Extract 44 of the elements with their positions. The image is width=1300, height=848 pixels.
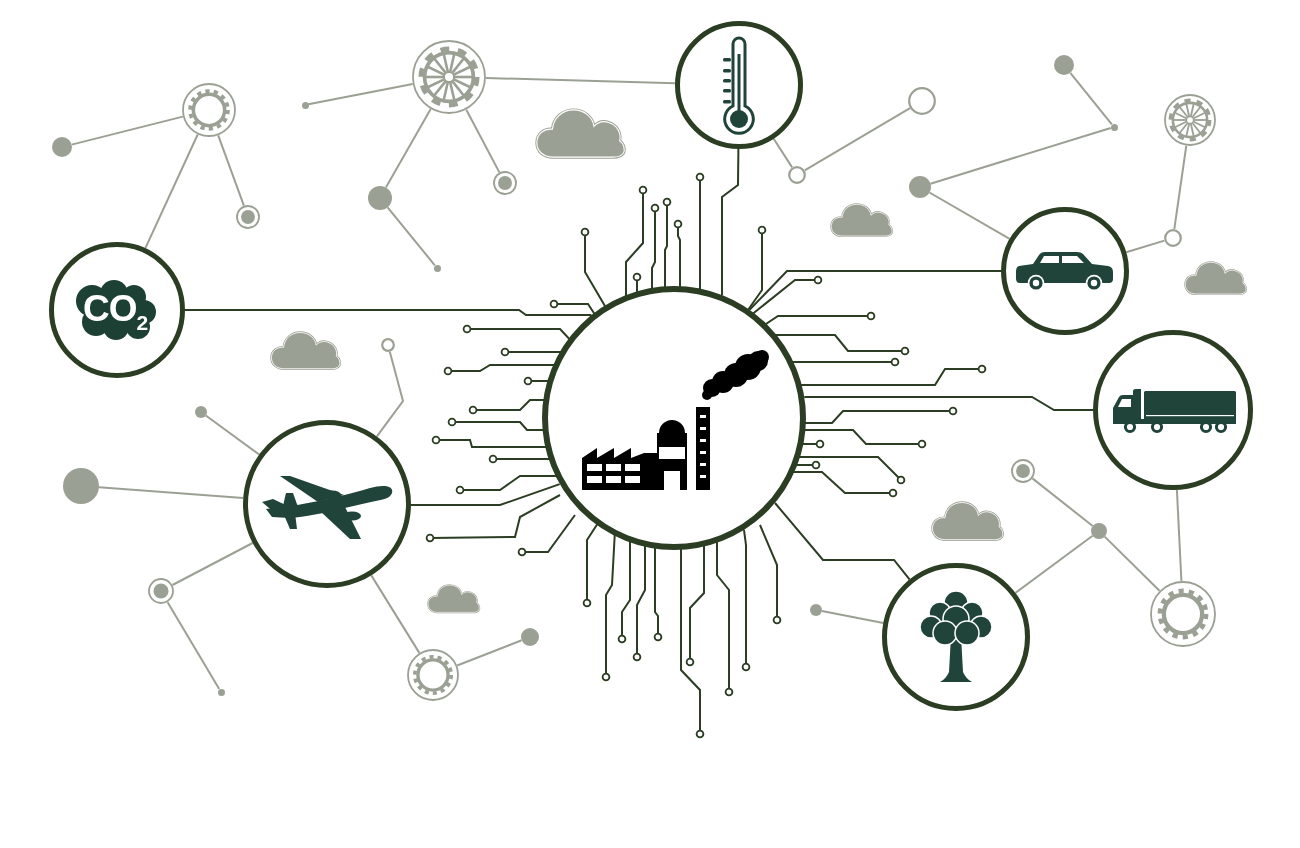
connector-line: [1125, 239, 1166, 254]
connector-line: [465, 108, 501, 174]
gear-icon: [182, 83, 236, 137]
connector-line: [307, 83, 414, 106]
gear-icon: [412, 40, 486, 114]
network-dot: [52, 137, 72, 157]
connector-line: [204, 414, 261, 456]
connector-line: [1014, 534, 1094, 594]
connector-line: [803, 107, 911, 172]
hollow-dot: [1164, 229, 1182, 247]
connector-line: [1069, 71, 1113, 126]
connector-line: [485, 77, 676, 85]
network-dot: [1054, 55, 1074, 75]
connector-line: [386, 206, 436, 267]
connector-line: [1175, 488, 1183, 582]
gear-icon: [1164, 94, 1216, 146]
hollow-dot: [908, 87, 936, 115]
connector-line: [98, 486, 245, 499]
connector-line: [70, 115, 184, 146]
connector-line: [375, 350, 405, 438]
network-dot: [195, 406, 207, 418]
connector-line: [384, 108, 432, 189]
network-dot: [63, 468, 99, 504]
cloud-label: CO$_{2}$: [75, 279, 157, 341]
ring-dot: [148, 578, 174, 604]
connector-line: [144, 133, 199, 250]
connector-line: [166, 601, 221, 690]
network-dot: [1110, 123, 1118, 131]
network-dot: [217, 688, 225, 696]
connector-line: [772, 137, 794, 169]
connector-line: [1031, 477, 1094, 527]
connector-line: [370, 574, 421, 654]
network-dot: [1091, 523, 1107, 539]
connector-line: [1103, 535, 1161, 592]
connector-line: [171, 542, 254, 586]
hollow-dot: [381, 338, 395, 352]
gear-icon: [1150, 581, 1216, 647]
network-dot: [368, 186, 392, 210]
ring-dot: [236, 205, 260, 229]
connector-line: [929, 127, 1112, 185]
network-dot: [301, 101, 309, 109]
connector-line: [1173, 144, 1188, 231]
ring-dot: [1011, 459, 1035, 483]
connector-line: [217, 134, 245, 207]
